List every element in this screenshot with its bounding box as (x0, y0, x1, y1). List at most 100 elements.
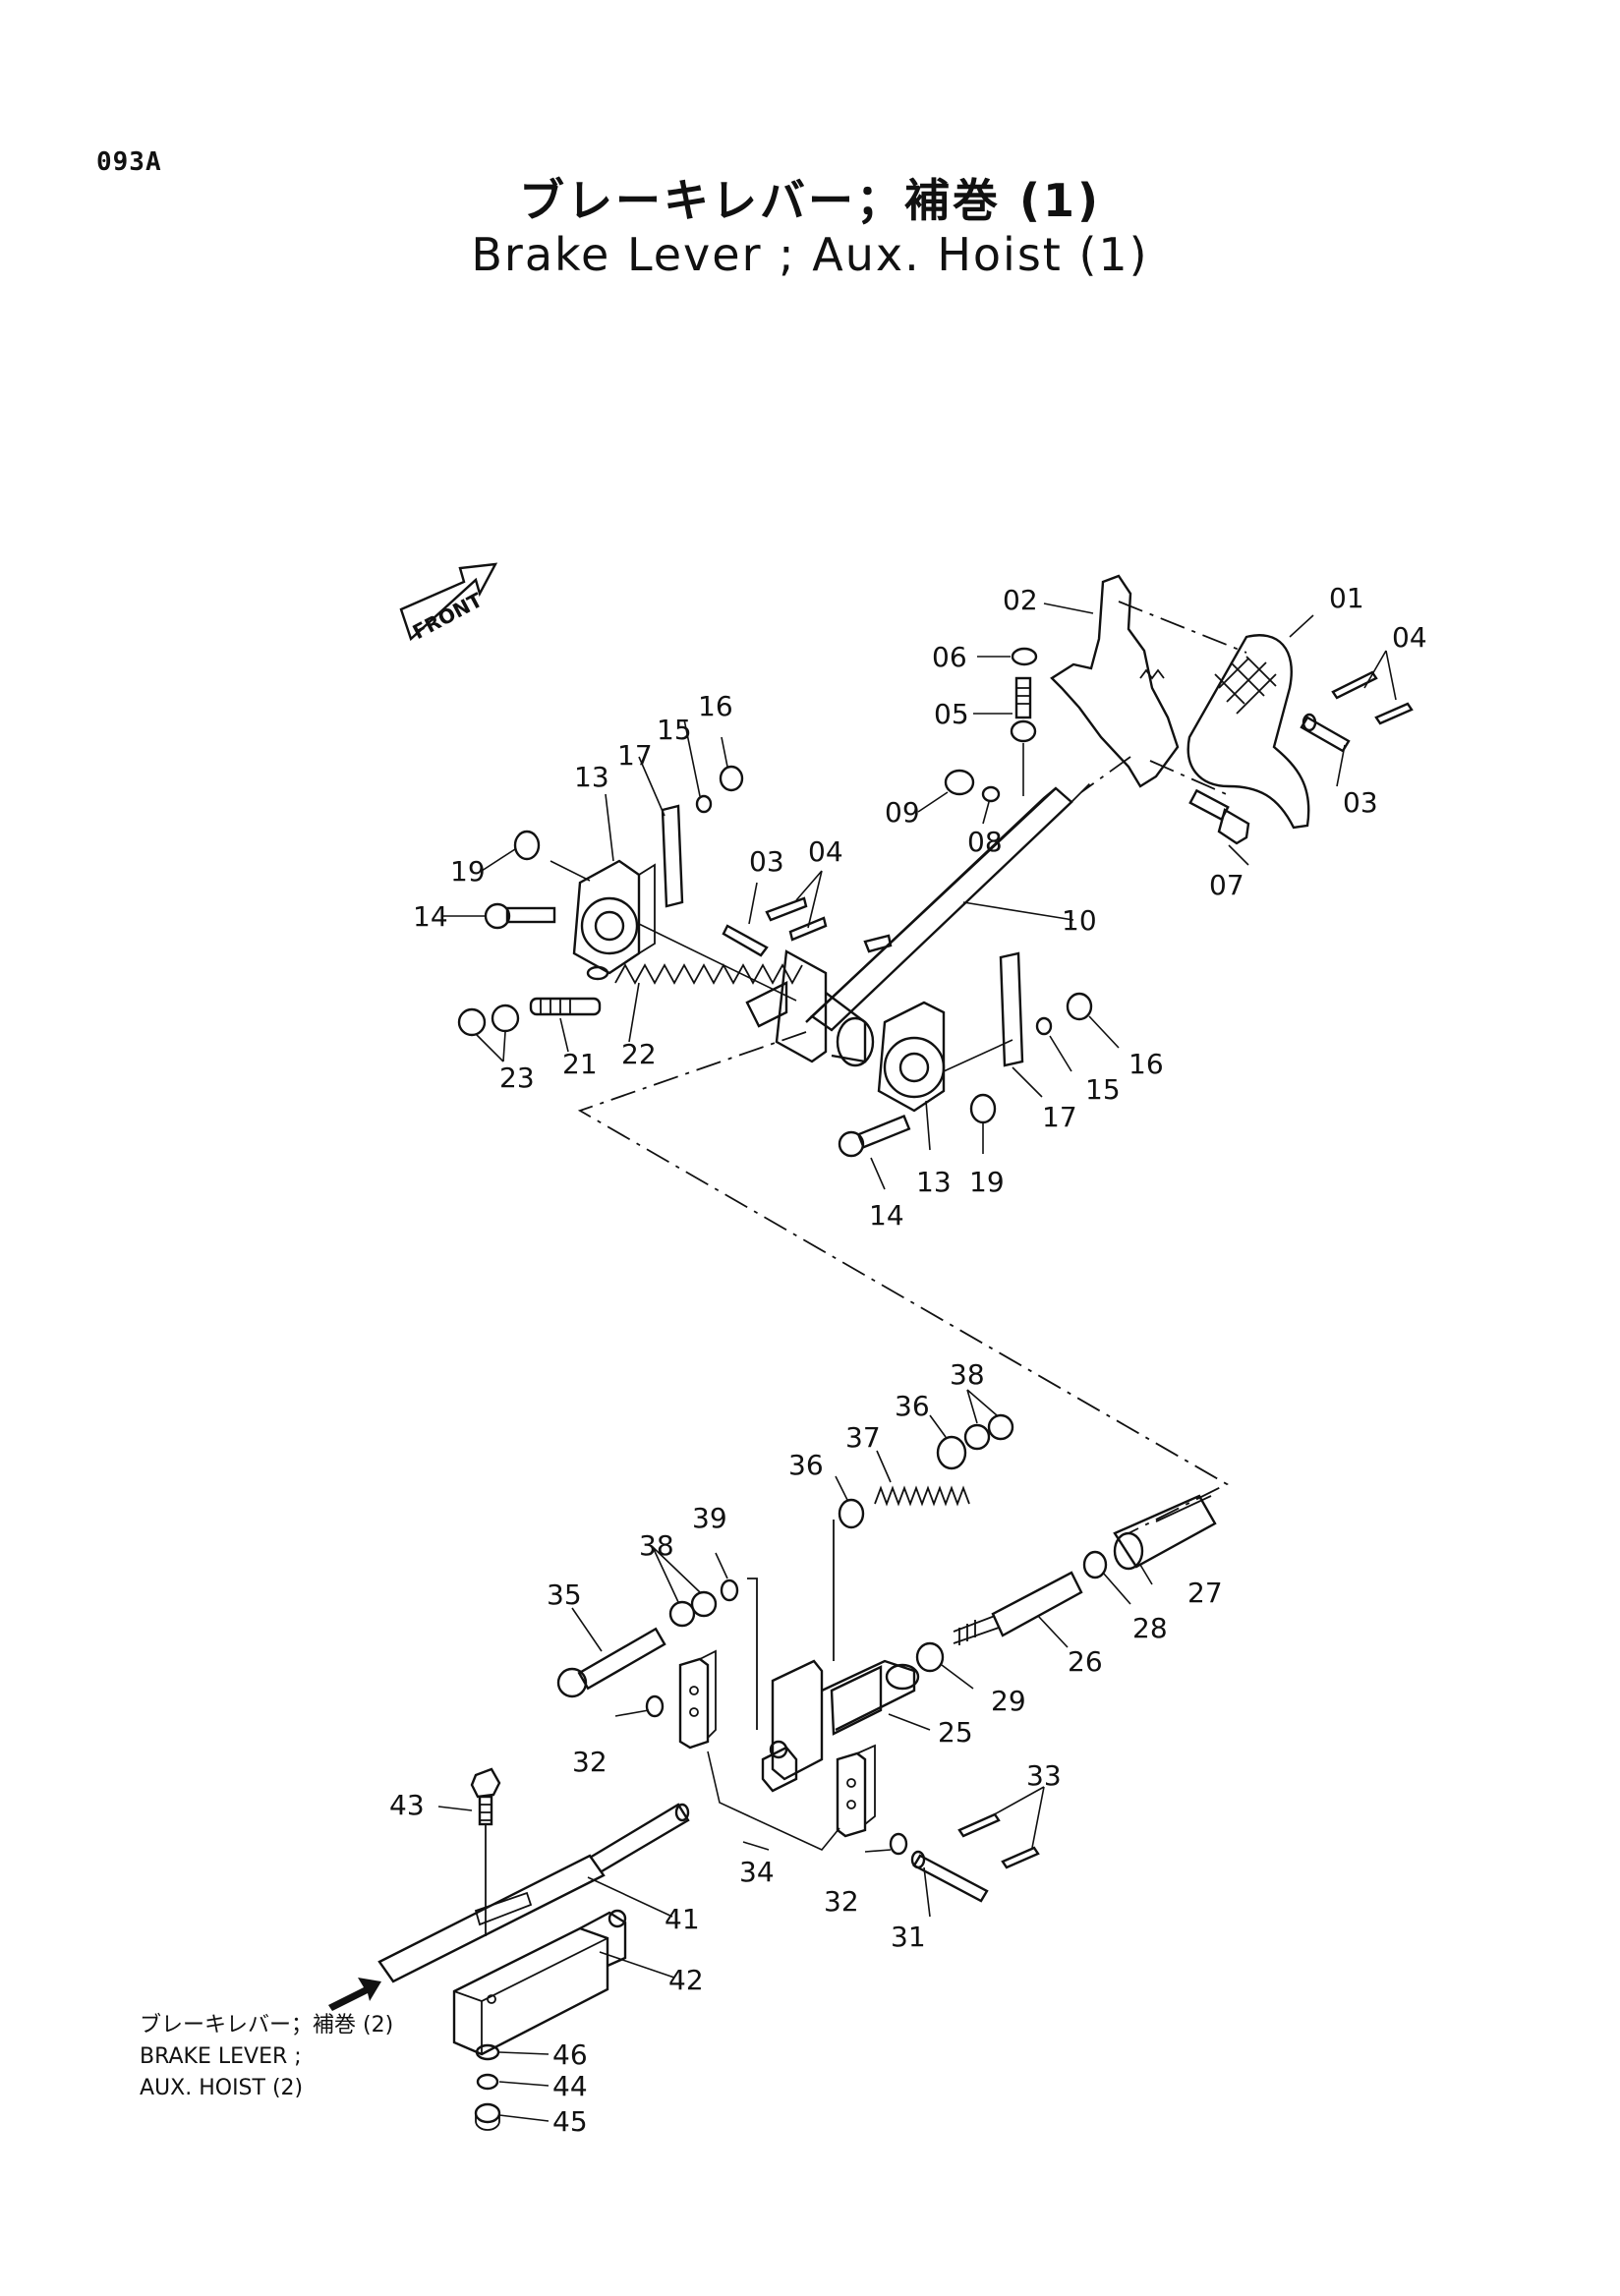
bolt-07 (1188, 788, 1250, 845)
callout-17-right: 17 (1042, 1101, 1077, 1133)
callout-01: 01 (1329, 582, 1364, 614)
spring-37 (874, 1485, 970, 1507)
callout-36-upper: 36 (895, 1390, 930, 1422)
callout-14-left: 14 (413, 900, 448, 933)
reference-arrow-icon (328, 1978, 381, 2011)
plate-right (999, 951, 1024, 1067)
callout-06: 06 (932, 641, 967, 673)
callout-08: 08 (967, 826, 1003, 858)
callout-02: 02 (1003, 584, 1038, 616)
callout-15-left: 15 (657, 714, 692, 746)
callout-35: 35 (547, 1578, 582, 1611)
bolt-14-right (838, 1114, 911, 1158)
callout-04: 04 (1392, 621, 1427, 654)
callout-19-right: 19 (969, 1166, 1005, 1198)
snap-ring-left (513, 830, 541, 861)
turnbuckle-26 (953, 1571, 1083, 1645)
nut-38a (963, 1423, 991, 1451)
callout-34: 34 (739, 1856, 775, 1888)
callout-27: 27 (1187, 1577, 1223, 1609)
reference-note: ブレーキレバー；補巻 (2) BRAKE LEVER ; AUX. HOIST … (140, 2010, 393, 2104)
reference-line-1: ブレーキレバー；補巻 (2) (140, 2013, 394, 2038)
nut-38d (690, 1590, 718, 1618)
front-arrow-icon: FRONT (399, 562, 498, 644)
nut-38c (668, 1600, 696, 1628)
rod-21 (529, 997, 602, 1016)
callout-03: 03 (1343, 786, 1378, 819)
washer-39 (720, 1578, 739, 1602)
callout-14-right: 14 (869, 1199, 904, 1232)
callout-31: 31 (891, 1921, 926, 1953)
lever-arm (745, 786, 1073, 1067)
callout-21: 21 (562, 1048, 598, 1080)
callout-17-left: 17 (617, 739, 653, 772)
washer-32-left (645, 1694, 665, 1718)
washer-36-upper (936, 1435, 967, 1470)
callout-03-middle: 03 (749, 845, 784, 878)
callout-37: 37 (845, 1421, 881, 1454)
bracket-right (836, 1744, 876, 1838)
page-code: 093A (96, 147, 162, 177)
callout-44: 44 (552, 2070, 588, 2102)
nut-16-left (719, 765, 744, 792)
bolt-35 (556, 1627, 666, 1698)
bolt-05 (1010, 647, 1038, 743)
spring-22 (586, 963, 803, 985)
pedal-bracket (1050, 574, 1180, 788)
callout-23: 23 (499, 1062, 535, 1094)
reference-line-2: BRAKE LEVER ; (140, 2044, 302, 2069)
nut-16-right (1066, 992, 1093, 1021)
callout-32-left: 32 (572, 1746, 608, 1778)
foot-pedal-pad (1186, 634, 1310, 830)
callout-45: 45 (552, 2105, 588, 2138)
front-label: FRONT (409, 588, 487, 644)
nut-38b (987, 1413, 1014, 1441)
snap-ring-right (969, 1093, 997, 1124)
washer-15-left (695, 794, 713, 814)
callout-13-left: 13 (574, 761, 609, 793)
bracket-left (678, 1649, 717, 1750)
callout-32-right: 32 (824, 1885, 859, 1918)
bolt-43 (470, 1767, 501, 1826)
callout-41: 41 (665, 1903, 700, 1935)
callout-26: 26 (1068, 1645, 1103, 1678)
callout-04-middle: 04 (808, 835, 843, 868)
callout-16-left: 16 (698, 690, 733, 722)
callout-07: 07 (1209, 869, 1244, 901)
block-42 (452, 1909, 627, 2056)
bolt-14-left (484, 902, 556, 930)
callout-36-lower: 36 (788, 1449, 824, 1481)
callout-38-upper: 38 (950, 1358, 985, 1391)
callout-09: 09 (885, 796, 920, 829)
callout-10: 10 (1062, 904, 1097, 937)
nut-28 (1082, 1550, 1108, 1579)
reference-line-3: AUX. HOIST (2) (140, 2076, 304, 2100)
callout-25: 25 (938, 1716, 973, 1749)
pin-upper-right (1300, 670, 1414, 753)
pin-31 (910, 1812, 1040, 1903)
callout-labels: 01 02 03 04 05 06 07 08 09 10 13 14 15 1… (389, 582, 1427, 2138)
bearing-right (877, 1001, 946, 1113)
pin-middle (722, 896, 828, 957)
rod-41 (377, 1803, 690, 1983)
clevis-27 (1113, 1494, 1217, 1571)
callout-28: 28 (1132, 1612, 1168, 1644)
callout-13-right: 13 (916, 1166, 952, 1198)
washer-32-right (889, 1832, 908, 1856)
callout-38-lower: 38 (639, 1529, 674, 1562)
nut-23a (457, 1007, 487, 1037)
title-english: Brake Lever ; Aux. Hoist (1) (471, 228, 1149, 281)
washer-46 (475, 2043, 500, 2061)
nut-09 (944, 769, 1001, 803)
callout-33: 33 (1026, 1759, 1062, 1792)
washer-36-lower (838, 1498, 865, 1529)
nut-45 (474, 2102, 501, 2131)
washer-15-right (1035, 1016, 1053, 1036)
callout-42: 42 (668, 1964, 704, 1996)
callout-16-right: 16 (1128, 1048, 1164, 1080)
callout-43: 43 (389, 1789, 425, 1821)
lever-25 (771, 1659, 920, 1781)
block-center (761, 1740, 798, 1793)
bearing-left (572, 859, 656, 975)
